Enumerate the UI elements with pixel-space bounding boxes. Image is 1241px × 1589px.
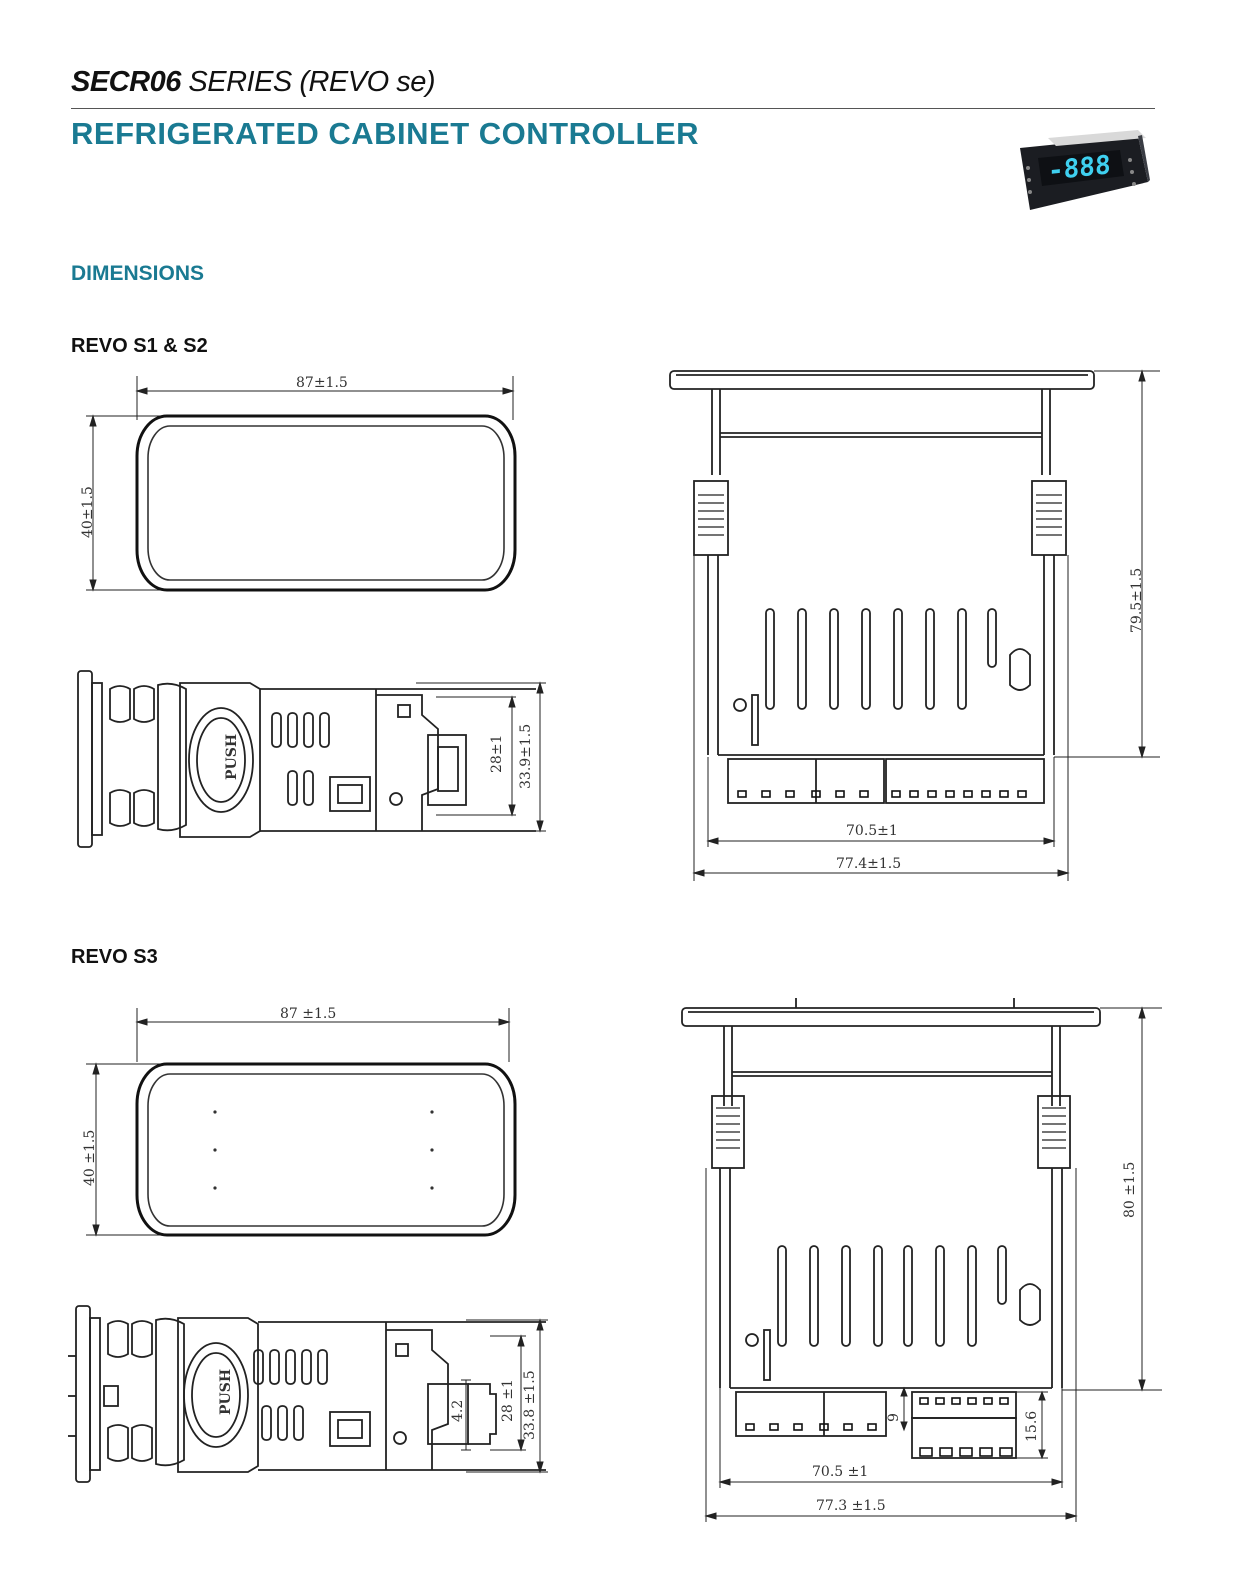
- controller-product-image: -888: [1020, 130, 1150, 210]
- side-view-drawing-s1: PUSH 28±1 33.9±1.5: [77, 670, 546, 848]
- series-code: SECR06: [71, 66, 181, 98]
- top-view-drawing-s3: 80 ±1.5 9 15.6 70.5 ±1 77.3 ±1.5: [681, 998, 1162, 1522]
- front-height-label: 40±1.5: [80, 486, 96, 538]
- top-outer-width-label: 77.4±1.5: [836, 856, 901, 872]
- page-title: REFRIGERATED CABINET CONTROLLER: [71, 116, 700, 151]
- series-heading: SECR06 SERIES (REVO se): [71, 66, 436, 99]
- variant-heading-s3: REVO S3: [71, 946, 158, 968]
- side-outer-height-label: 33.8 ±1.5: [522, 1370, 538, 1440]
- top-depth-label: 79.5±1.5: [1129, 568, 1145, 633]
- side-view-drawing-s3: PUSH 4.2 28 ±1 33.8 ±1.5: [68, 1305, 548, 1483]
- top-offset-label: 9: [886, 1413, 902, 1422]
- push-label: PUSH: [224, 734, 240, 780]
- front-view-drawing-s1: 87±1.5 40±1.5: [80, 375, 517, 592]
- top-depth-label: 80 ±1.5: [1122, 1162, 1138, 1218]
- top-terminal-label: 15.6: [1024, 1411, 1040, 1442]
- front-height-label: 40 ±1.5: [82, 1130, 98, 1186]
- top-inner-width-label: 70.5±1: [846, 823, 898, 839]
- front-view-drawing-s3: 87 ±1.5 40 ±1.5: [82, 1006, 517, 1237]
- variant-heading-s1-s2: REVO S1 & S2: [71, 335, 208, 357]
- side-small-label: 4.2: [450, 1400, 466, 1422]
- side-inner-height-label: 28±1: [489, 735, 505, 773]
- display-readout: -888: [1048, 150, 1111, 186]
- top-view-drawing-s1: 79.5±1.5 70.5±1 77.4±1.5: [669, 369, 1160, 881]
- push-label: PUSH: [218, 1369, 234, 1415]
- dimensions-heading: DIMENSIONS: [71, 262, 205, 285]
- header-divider: [71, 108, 1155, 109]
- series-name: SERIES (REVO se): [180, 66, 435, 98]
- front-width-label: 87±1.5: [296, 375, 348, 391]
- side-outer-height-label: 33.9±1.5: [518, 724, 534, 789]
- top-outer-width-label: 77.3 ±1.5: [816, 1498, 886, 1514]
- top-inner-width-label: 70.5 ±1: [812, 1464, 868, 1480]
- front-width-label: 87 ±1.5: [280, 1006, 336, 1022]
- side-inner-height-label: 28 ±1: [500, 1379, 516, 1422]
